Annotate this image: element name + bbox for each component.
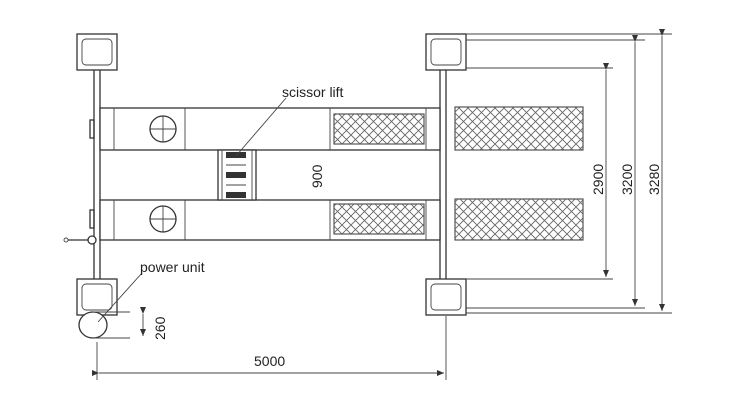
power-unit-leader xyxy=(97,272,143,323)
dim-3280: 3280 xyxy=(646,29,665,311)
dim-5000: 5000 xyxy=(92,316,447,380)
wheel-icon xyxy=(149,115,177,143)
dim-260-label: 260 xyxy=(152,316,168,340)
control-handle-icon xyxy=(63,235,97,245)
cross-beam-right xyxy=(439,70,447,279)
power-unit-label: power unit xyxy=(140,259,205,275)
runway-top-slip-plate xyxy=(333,113,425,145)
cross-beam-left xyxy=(93,70,101,279)
turntable-plate-top xyxy=(454,106,584,151)
scissor-lift-label: scissor lift xyxy=(282,84,344,100)
post-bottom-right xyxy=(425,278,467,316)
dim-2900-label: 2900 xyxy=(590,164,606,195)
post-top-left xyxy=(76,33,118,71)
dim-3200-label: 3200 xyxy=(619,164,635,195)
post-top-right xyxy=(425,33,467,71)
dim-5000-label: 5000 xyxy=(254,353,285,369)
extension-lines xyxy=(466,33,672,314)
turntable-plate-bottom xyxy=(454,198,584,241)
scissor-lift xyxy=(217,149,257,201)
power-unit xyxy=(78,311,130,339)
dim-3200: 3200 xyxy=(619,35,638,306)
runway-top xyxy=(89,107,441,151)
runway-bottom xyxy=(89,199,441,241)
dim-3280-label: 3280 xyxy=(646,164,662,195)
dim-900-label: 900 xyxy=(309,164,325,188)
scissor-lift-leader xyxy=(235,97,287,157)
wheel-icon xyxy=(149,205,177,233)
post-bottom-left xyxy=(76,278,118,316)
runway-bottom-slip-plate xyxy=(333,203,425,235)
dim-260: 260 xyxy=(140,307,168,340)
dim-2900: 2900 xyxy=(590,63,609,277)
